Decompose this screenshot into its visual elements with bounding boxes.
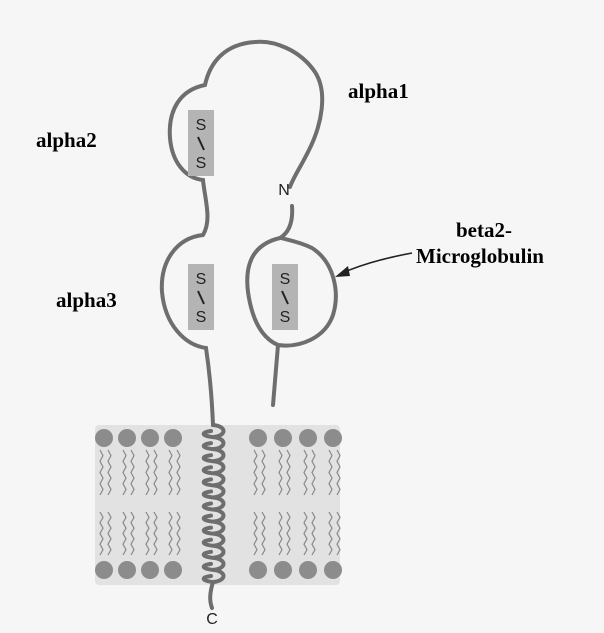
lipid-head — [141, 561, 159, 579]
lipid-head — [118, 561, 136, 579]
sulfur-letter: S — [196, 117, 207, 134]
lipid-head — [95, 429, 113, 447]
sulfur-letter: S — [196, 309, 207, 326]
lipid-head — [164, 561, 182, 579]
lipid-head — [324, 561, 342, 579]
lipid-head — [95, 561, 113, 579]
lipid-head — [274, 429, 292, 447]
sulfur-letter: S — [196, 271, 207, 288]
lipid-head — [118, 429, 136, 447]
n-terminus-label: N — [278, 182, 290, 199]
disulfide-bond-alpha2: S S — [188, 110, 214, 176]
sulfur-letter: S — [196, 155, 207, 172]
alpha3-label: alpha3 — [56, 288, 117, 312]
lipid-head — [299, 429, 317, 447]
lipid-head — [249, 561, 267, 579]
alpha1-label: alpha1 — [348, 79, 409, 103]
cytoplasmic-tail — [210, 582, 213, 608]
beta2-label-line1: beta2- — [456, 218, 512, 242]
lipid-head — [249, 429, 267, 447]
alpha2-label: alpha2 — [36, 128, 97, 152]
alpha-chain — [162, 42, 322, 425]
disulfide-bond-alpha3: S S — [188, 264, 214, 330]
lipid-head — [274, 561, 292, 579]
c-terminus-label: C — [206, 611, 218, 628]
lipid-head — [141, 429, 159, 447]
lipid-head — [299, 561, 317, 579]
lipid-head — [164, 429, 182, 447]
beta2-pointer-arrow — [335, 253, 412, 277]
sulfur-letter: S — [280, 309, 291, 326]
beta2-label-line2: Microglobulin — [416, 244, 544, 268]
disulfide-bond-beta2: S S — [272, 264, 298, 330]
sulfur-letter: S — [280, 271, 291, 288]
lipid-head — [324, 429, 342, 447]
